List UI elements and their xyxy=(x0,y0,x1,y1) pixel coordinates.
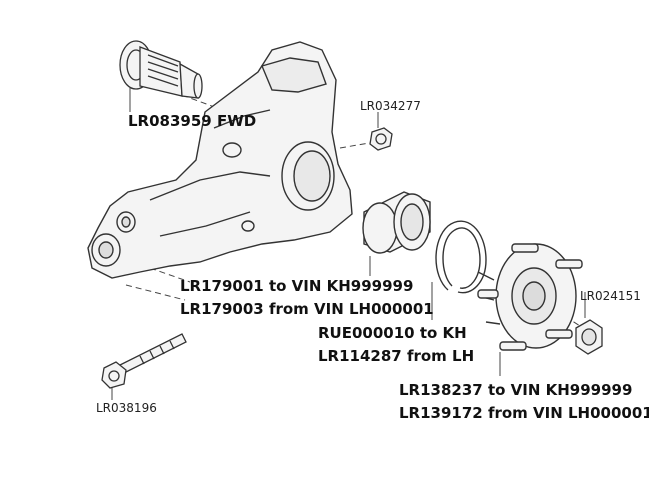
shaft-part-label: LR083959 FWD xyxy=(128,112,257,130)
top-nut-part-label: LR034277 xyxy=(360,99,421,113)
hub-nut-part-label: LR024151 xyxy=(580,289,641,303)
wheel-hub-part xyxy=(477,243,583,351)
circlip-part xyxy=(435,220,487,294)
bolt-part-label: LR038196 xyxy=(96,401,157,415)
bolt-part xyxy=(101,333,187,389)
circlip-part-label-2: LR114287 from LH xyxy=(318,347,475,365)
hub-part-label-1: LR138237 to VIN KH999999 xyxy=(399,381,633,399)
circlip-part-label-1: RUE000010 to KH xyxy=(318,324,467,342)
hub-part-label-2: LR139172 from VIN LH000001 xyxy=(399,404,649,422)
drive-shaft-part xyxy=(119,40,203,99)
wheel-bearing-part xyxy=(362,191,431,254)
bearing-part-label-1: LR179001 to VIN KH999999 xyxy=(180,277,414,295)
hub-nut-part xyxy=(575,319,603,355)
bearing-part-label-2: LR179003 from VIN LH000001 xyxy=(180,300,434,318)
knuckle-carrier-part xyxy=(87,41,353,279)
top-nut-part xyxy=(369,127,393,151)
